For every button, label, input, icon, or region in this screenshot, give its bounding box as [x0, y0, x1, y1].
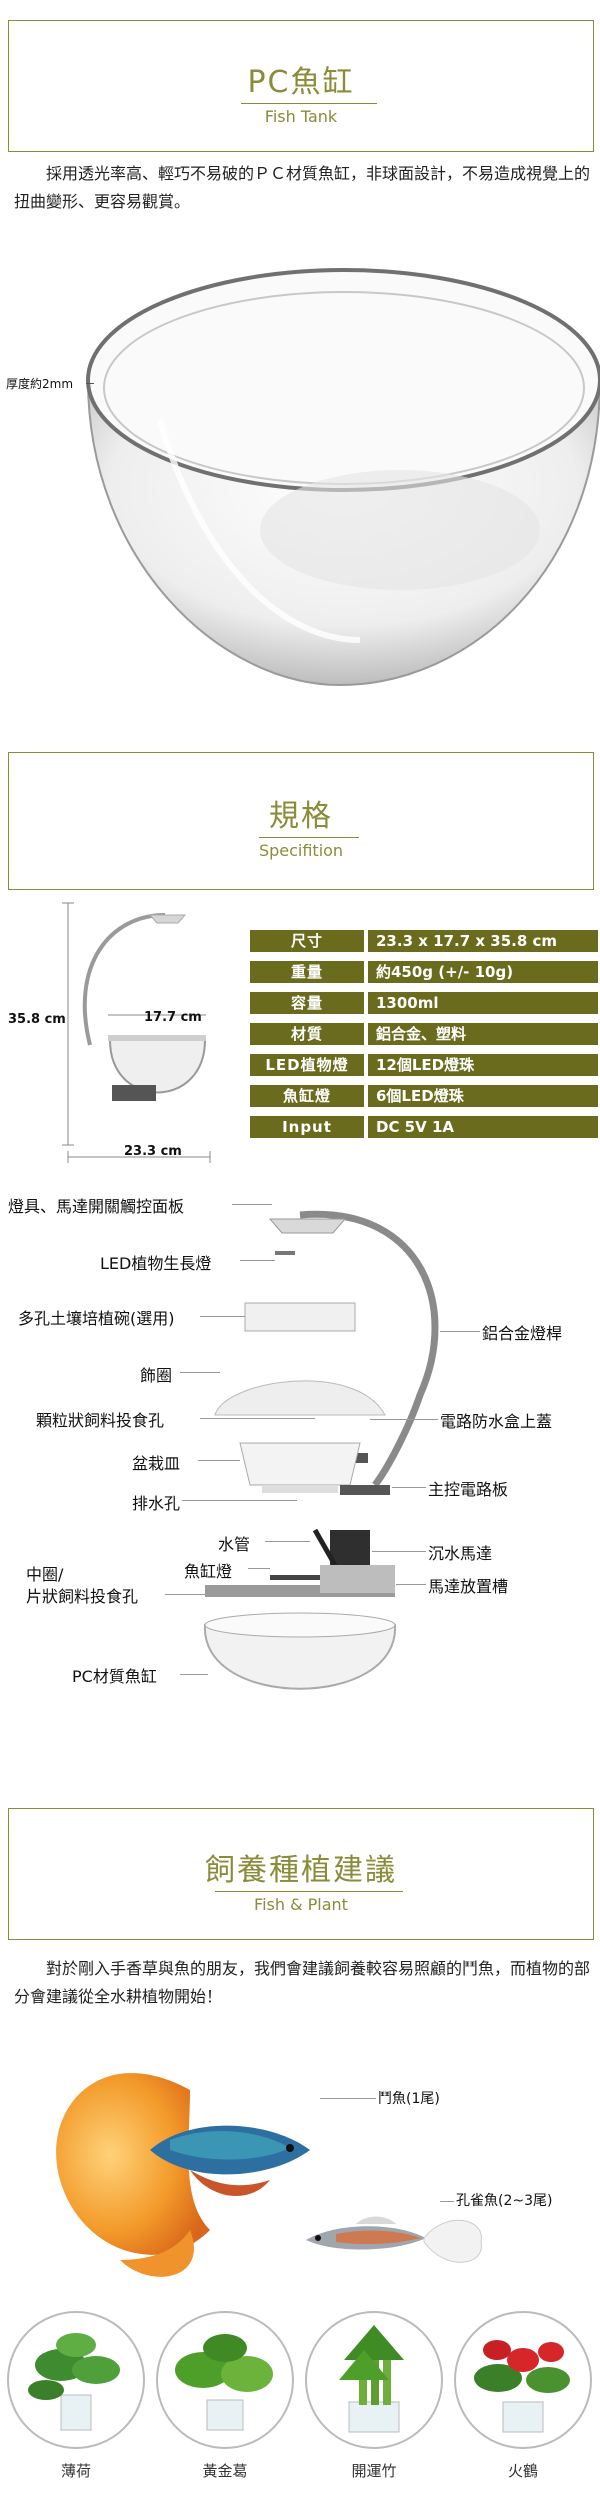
plant-lucky-bamboo-image [305, 2311, 443, 2449]
fish-plant-title-box: 飼養種植建議 Fish & Plant [8, 1808, 594, 1940]
spec-row: 重量 約450g (+/- 10g) [250, 961, 598, 983]
part-pellet-hole-label: 顆粒狀飼料投食孔 [36, 1411, 165, 1430]
leader-lamp-panel [232, 1204, 272, 1205]
part-alu-pole-label: 鋁合金燈桿 [482, 1324, 563, 1343]
part-pump-label: 沉水馬達 [428, 1544, 493, 1563]
spec-row-value: 23.3 x 17.7 x 35.8 cm [368, 930, 598, 952]
leader-betta [320, 2098, 376, 2099]
part-main-board-label: 主控電路板 [428, 1480, 509, 1499]
fish-plant-title: 飼養種植建議 [205, 1853, 397, 1888]
spec-row-label: 材質 [250, 1023, 364, 1045]
exploded-parts-diagram [203, 1210, 439, 1690]
plant-golden-pothos-image [156, 2311, 294, 2449]
spec-row: 容量 1300ml [250, 992, 598, 1014]
lamp-dimension-drawing [62, 902, 211, 1163]
spec-title: 規格 [269, 799, 333, 834]
spec-row: Input DC 5V 1A [250, 1116, 598, 1138]
spec-row-value: DC 5V 1A [368, 1116, 598, 1138]
part-middle-ring-label: 中圈/ [26, 1565, 64, 1584]
thickness-leader [86, 383, 94, 384]
spec-row-label: 重量 [250, 961, 364, 983]
part-drain-hole-label: 排水孔 [132, 1494, 181, 1513]
fish-tank-subtitle: Fish Tank [264, 107, 338, 126]
spec-row-label: LED植物燈 [250, 1054, 364, 1076]
leader-pump [372, 1551, 426, 1552]
thickness-label: 厚度約2mm [6, 377, 74, 391]
part-soil-bowl-label: 多孔土壤培植碗(選用) [18, 1309, 175, 1328]
plant-mint-image [7, 2311, 145, 2449]
fish-tank-title-rule [241, 103, 377, 104]
fish-tank-bowl-image [86, 268, 600, 687]
spec-row-value: 鋁合金、塑料 [368, 1023, 598, 1045]
leader-waterproof-lid [370, 1419, 438, 1420]
spec-row-label: 魚缸燈 [250, 1085, 364, 1107]
spec-row: 尺寸 23.3 x 17.7 x 35.8 cm [250, 930, 598, 952]
leader-tank-light [248, 1568, 270, 1569]
spec-row-label: Input [250, 1116, 364, 1138]
spec-row-value: 1300ml [368, 992, 598, 1014]
part-waterproof-lid-label: 電路防水盒上蓋 [440, 1412, 553, 1431]
fish-plant-title-rule [215, 1891, 403, 1892]
part-tank-light-label: 魚缸燈 [184, 1562, 233, 1581]
spec-title-rule [259, 837, 359, 838]
leader-led-light [240, 1260, 275, 1261]
leader-pellet-hole [200, 1418, 315, 1419]
part-trim-ring-label: 飾圈 [140, 1366, 173, 1385]
guppy-fish-image [306, 2216, 482, 2263]
spec-row-value: 6個LED燈珠 [368, 1085, 598, 1107]
spec-title-box: 規格 Specifition [8, 752, 594, 890]
leader-soil-bowl [200, 1316, 245, 1317]
part-flake-hole-label: 片狀飼料投食孔 [26, 1587, 139, 1606]
fish-tank-title: PC魚缸 [247, 65, 355, 100]
fish-plant-description: 對於剛入手香草與魚的朋友，我們會建議飼養較容易照顧的鬥魚，而植物的部分會建議從全… [14, 1959, 591, 2006]
spec-subtitle: Specifition [258, 841, 344, 860]
leader-pump-slot [396, 1584, 426, 1585]
spec-row: 材質 鋁合金、塑料 [250, 1023, 598, 1045]
fish-plant-subtitle: Fish & Plant [254, 1895, 348, 1914]
leader-pc-tank [180, 1674, 208, 1675]
guppy-label: 孔雀魚(2~3尾) [456, 2193, 553, 2209]
plant-name-mint: 薄荷 [60, 2462, 91, 2480]
leader-flake-hole [165, 1594, 205, 1595]
spec-row: LED植物燈 12個LED燈珠 [250, 1054, 598, 1076]
plant-name-golden-pothos: 黃金葛 [202, 2462, 248, 2480]
spec-row-label: 尺寸 [250, 930, 364, 952]
fish-tank-description: 採用透光率高、輕巧不易破的ＰＣ材質魚缸，非球面設計，不易造成視覺上的扭曲變形、更… [14, 164, 591, 211]
leader-drain-hole [182, 1500, 297, 1501]
part-water-pipe-label: 水管 [218, 1535, 251, 1554]
leader-planter [198, 1460, 240, 1461]
spec-row: 魚缸燈 6個LED燈珠 [250, 1085, 598, 1107]
part-pc-tank-label: PC材質魚缸 [72, 1667, 157, 1686]
spec-table: 尺寸 23.3 x 17.7 x 35.8 cm 重量 約450g (+/- 1… [250, 930, 598, 1140]
fish-tank-title-box: PC魚缸 Fish Tank [8, 20, 594, 152]
dim-bowl-width-label: 17.7 cm [144, 1010, 202, 1025]
betta-label: 鬥魚(1尾) [378, 2091, 440, 2107]
plant-anthurium-image [454, 2311, 592, 2449]
plant-name-lucky-bamboo: 開運竹 [351, 2462, 397, 2480]
leader-trim-ring [180, 1372, 220, 1373]
spec-row-value: 約450g (+/- 10g) [368, 961, 598, 983]
dim-height-label: 35.8 cm [8, 1012, 66, 1027]
leader-water-pipe [265, 1541, 310, 1542]
part-led-light-label: LED植物生長燈 [100, 1254, 212, 1273]
part-planter-label: 盆栽皿 [132, 1454, 181, 1473]
leader-guppy [440, 2201, 454, 2202]
spec-row-value: 12個LED燈珠 [368, 1054, 598, 1076]
part-pump-slot-label: 馬達放置槽 [428, 1577, 509, 1596]
part-lamp-panel-label: 燈具、馬達開關觸控面板 [8, 1197, 185, 1216]
dim-base-width-label: 23.3 cm [124, 1144, 182, 1159]
plant-name-anthurium: 火鶴 [507, 2462, 538, 2480]
leader-alu-pole [440, 1331, 480, 1332]
betta-fish-image [56, 2073, 310, 2277]
leader-main-board [392, 1487, 426, 1488]
spec-row-label: 容量 [250, 992, 364, 1014]
